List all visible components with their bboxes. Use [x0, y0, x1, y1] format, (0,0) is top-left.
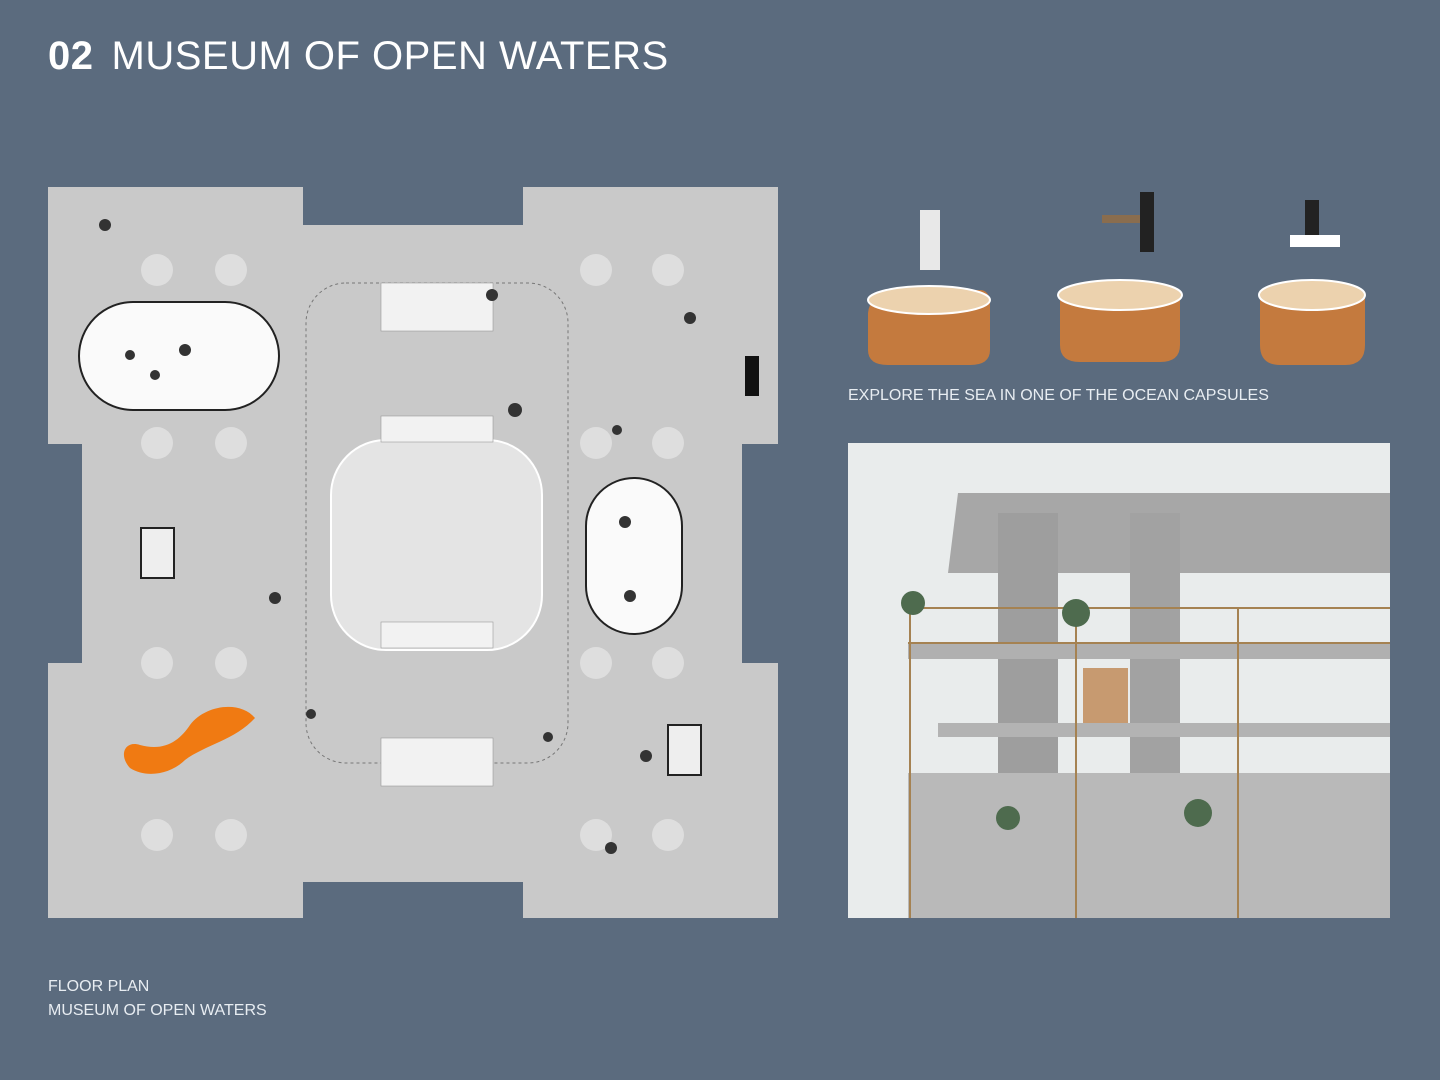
project-number: 02 [48, 34, 94, 78]
page-title: 02 MUSEUM OF OPEN WATERS [48, 34, 669, 79]
people-plan [99, 219, 696, 854]
section-perspective-render [848, 443, 1390, 918]
elevator-left [140, 527, 175, 579]
plants [901, 591, 1212, 830]
floor-plan-label: FLOOR PLAN MUSEUM OF OPEN WATERS [48, 975, 267, 1023]
piano [745, 356, 759, 396]
floor-plan-label-line1: FLOOR PLAN [48, 978, 150, 995]
capsule-plan-right [585, 477, 683, 635]
capsule-1 [867, 210, 991, 365]
capsules-caption: EXPLORE THE SEA IN ONE OF THE OCEAN CAPS… [848, 387, 1269, 404]
koi-fish-icon [123, 706, 255, 774]
floor-plan-label-line2: MUSEUM OF OPEN WATERS [48, 1002, 267, 1019]
floor-plan [48, 187, 778, 918]
capsule-3 [1258, 200, 1366, 365]
capsule-2 [1057, 192, 1183, 362]
atrium-void [330, 439, 543, 651]
columns [141, 254, 684, 851]
ocean-capsules-illustration [867, 192, 1366, 365]
capsule-plan-left [78, 301, 280, 411]
elevator-right [667, 724, 702, 776]
stairs [380, 282, 494, 787]
project-title: MUSEUM OF OPEN WATERS [111, 34, 669, 78]
